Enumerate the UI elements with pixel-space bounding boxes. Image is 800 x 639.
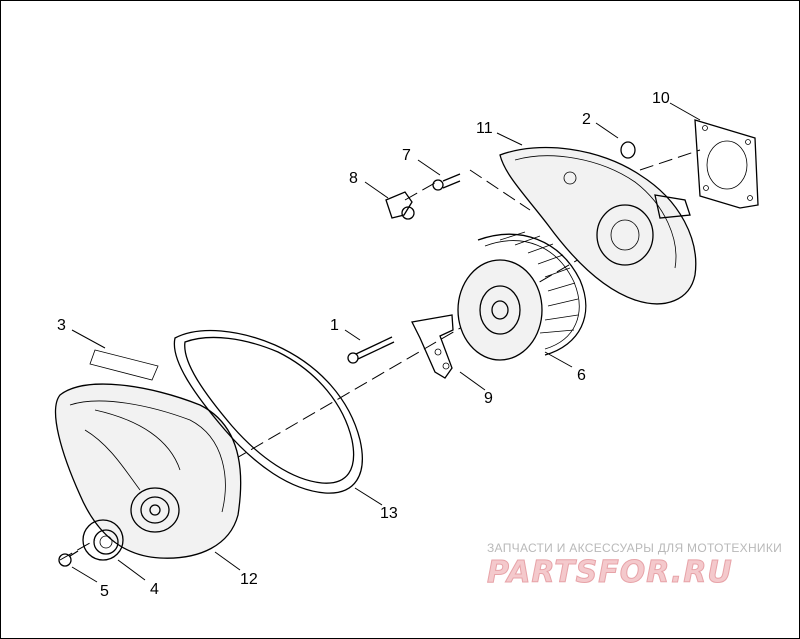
o-ring [620, 141, 636, 159]
callout-2: 2 [582, 111, 591, 128]
callout-10: 10 [652, 90, 670, 107]
air-cleaner-cover [54, 383, 242, 559]
medallion [82, 519, 124, 561]
support-bracket [411, 314, 454, 379]
breather-fitting [385, 191, 415, 220]
callout-13: 13 [380, 505, 398, 522]
callout-6: 6 [577, 367, 586, 384]
watermark-tagline: ЗАПЧАСТИ И АКСЕССУАРЫ ДЛЯ МОТОТЕХНИКИ [487, 541, 783, 555]
callout-5: 5 [100, 583, 109, 600]
breather-bolt [432, 173, 461, 191]
mounting-bolt [347, 336, 395, 364]
callout-3: 3 [57, 317, 66, 334]
leader-lines [71, 102, 701, 583]
filter-element [457, 231, 587, 361]
callout-8: 8 [349, 170, 358, 187]
backplate [499, 146, 697, 305]
decal-plate [89, 349, 159, 381]
callout-11: 11 [476, 120, 493, 137]
callout-12: 12 [240, 571, 258, 588]
cover-seal-gasket [173, 329, 363, 494]
backplate-gasket [694, 119, 759, 209]
cover-screw [58, 550, 79, 567]
callout-9: 9 [484, 390, 493, 407]
watermark-logo: PARTSFOR.RU [487, 555, 733, 591]
callout-1: 1 [330, 317, 339, 334]
site-watermark: ЗАПЧАСТИ И АКСЕССУАРЫ ДЛЯ МОТОТЕХНИКИ PA… [487, 541, 787, 591]
callout-4: 4 [150, 581, 159, 598]
callout-7: 7 [402, 147, 411, 164]
